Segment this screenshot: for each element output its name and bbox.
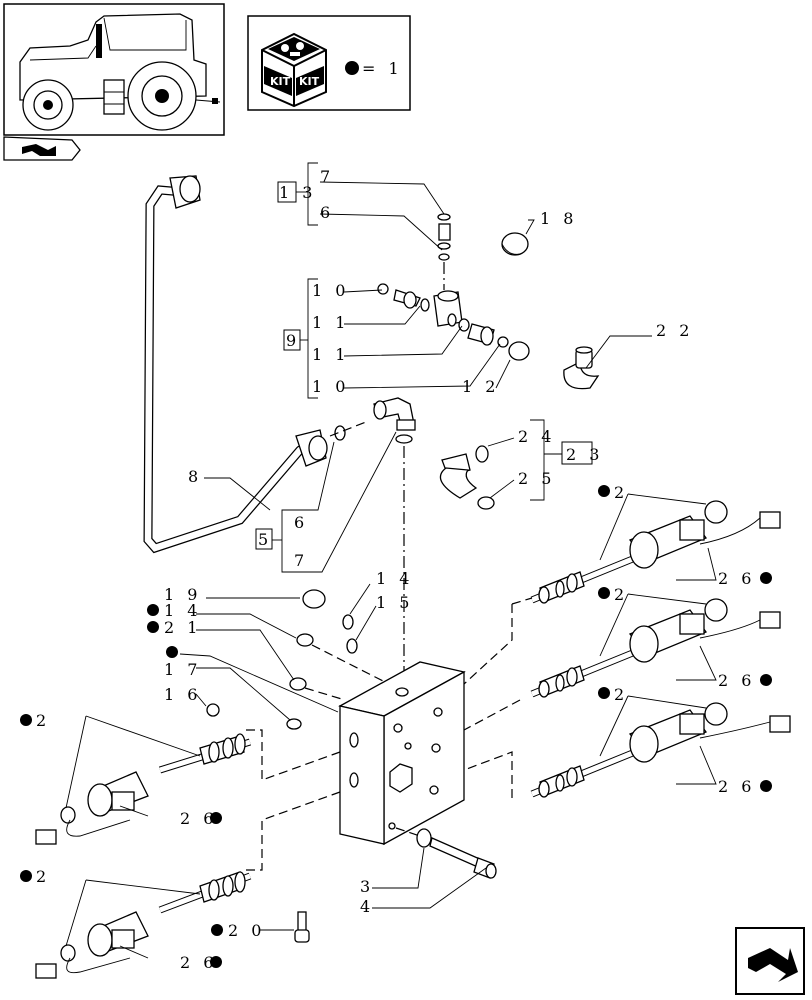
label-6b: 6	[294, 513, 308, 532]
label-2d: 2	[36, 711, 50, 730]
dot-14b	[147, 604, 159, 616]
label-19: 1 9	[164, 585, 201, 604]
label-15: 1 5	[376, 593, 413, 612]
dash-routing	[246, 604, 521, 871]
dot-2c	[598, 687, 610, 699]
dot-26d	[210, 812, 222, 824]
fitting-7-6-tee	[437, 213, 451, 290]
label-23: 2 3	[566, 445, 603, 464]
dot-20	[211, 924, 223, 936]
label-26d: 2 6	[180, 809, 217, 828]
next-page-arrow-icon[interactable]	[735, 927, 805, 995]
label-11a: 1 1	[312, 313, 349, 332]
label-14b: 1 4	[164, 601, 201, 620]
solenoid-left-2	[35, 871, 252, 979]
bracket-group-23	[530, 419, 593, 501]
dot-2d	[20, 714, 32, 726]
label-11b: 1 1	[312, 345, 349, 364]
label-7a: 7	[320, 167, 334, 186]
dot-17	[166, 646, 178, 658]
dot-26c	[760, 780, 772, 792]
label-17: 1 7	[164, 660, 201, 679]
label-4: 4	[360, 897, 374, 916]
label-13: 1 3	[279, 183, 316, 202]
solenoid-right-1	[511, 500, 781, 605]
label-26c: 2 6	[718, 777, 755, 796]
label-2b: 2	[614, 585, 628, 604]
solenoid-right-2	[530, 598, 781, 698]
label-18: 1 8	[540, 209, 577, 228]
kit-legend: KIT KIT = 1	[247, 15, 411, 111]
leader-lines	[65, 181, 717, 959]
label-16: 1 6	[164, 685, 201, 704]
label-6a: 6	[320, 203, 334, 222]
tractor-thumbnail	[3, 3, 225, 136]
screw-20	[294, 911, 310, 943]
label-2c: 2	[614, 685, 628, 704]
solenoid-right-3	[530, 702, 791, 798]
seals-group	[206, 589, 386, 730]
label-14a: 1 4	[376, 569, 413, 588]
label-10b: 1 0	[312, 377, 349, 396]
dot-2a	[598, 485, 610, 497]
dot-26b	[760, 674, 772, 686]
label-9: 9	[286, 331, 300, 350]
dot-26a	[760, 572, 772, 584]
cap-12	[508, 341, 530, 361]
pipe-8	[143, 175, 367, 554]
dot-21	[147, 621, 159, 633]
valve-block	[338, 661, 466, 846]
label-25: 2 5	[518, 469, 555, 488]
kit-dot-icon	[345, 61, 359, 75]
label-26e: 2 6	[180, 953, 217, 972]
label-2e: 2	[36, 867, 50, 886]
solenoid-left-1	[35, 733, 252, 845]
elbow-fitting-22	[563, 346, 600, 390]
label-26b: 2 6	[718, 671, 755, 690]
bracket-group-9	[283, 278, 318, 399]
label-21: 2 1	[164, 618, 201, 637]
callout-labels: 1 3 7 6 1 8 1 0 1 1 9 1 1 1 0 1 2 2 2 2 …	[36, 167, 755, 972]
kit-equals-text: = 1	[362, 59, 403, 78]
label-3: 3	[360, 877, 374, 896]
label-5: 5	[258, 530, 272, 549]
dot-2b	[598, 587, 610, 599]
label-8: 8	[188, 467, 202, 486]
label-26a: 2 6	[718, 569, 755, 588]
kit-dots	[20, 485, 772, 968]
cap-18	[501, 232, 529, 256]
prev-page-arrow-icon[interactable]	[3, 136, 81, 161]
kit-label-2: KIT	[299, 75, 320, 88]
elbow-fitting-5	[373, 397, 416, 682]
label-7b: 7	[294, 551, 308, 570]
label-24: 2 4	[518, 427, 555, 446]
bracket-group-13	[277, 162, 318, 226]
dot-2e	[20, 870, 32, 882]
label-2a: 2	[614, 483, 628, 502]
label-12: 1 2	[462, 377, 499, 396]
tee-block-9	[377, 283, 530, 361]
label-22: 2 2	[656, 321, 693, 340]
fitting-24-25	[439, 445, 495, 510]
kit-label-1: KIT	[270, 75, 291, 88]
kit-box-icon	[261, 32, 327, 108]
bracket-group-5	[255, 509, 292, 573]
label-20: 2 0	[228, 921, 265, 940]
dot-26e	[210, 956, 222, 968]
bolt-3-4	[395, 827, 497, 879]
label-10a: 1 0	[312, 281, 349, 300]
